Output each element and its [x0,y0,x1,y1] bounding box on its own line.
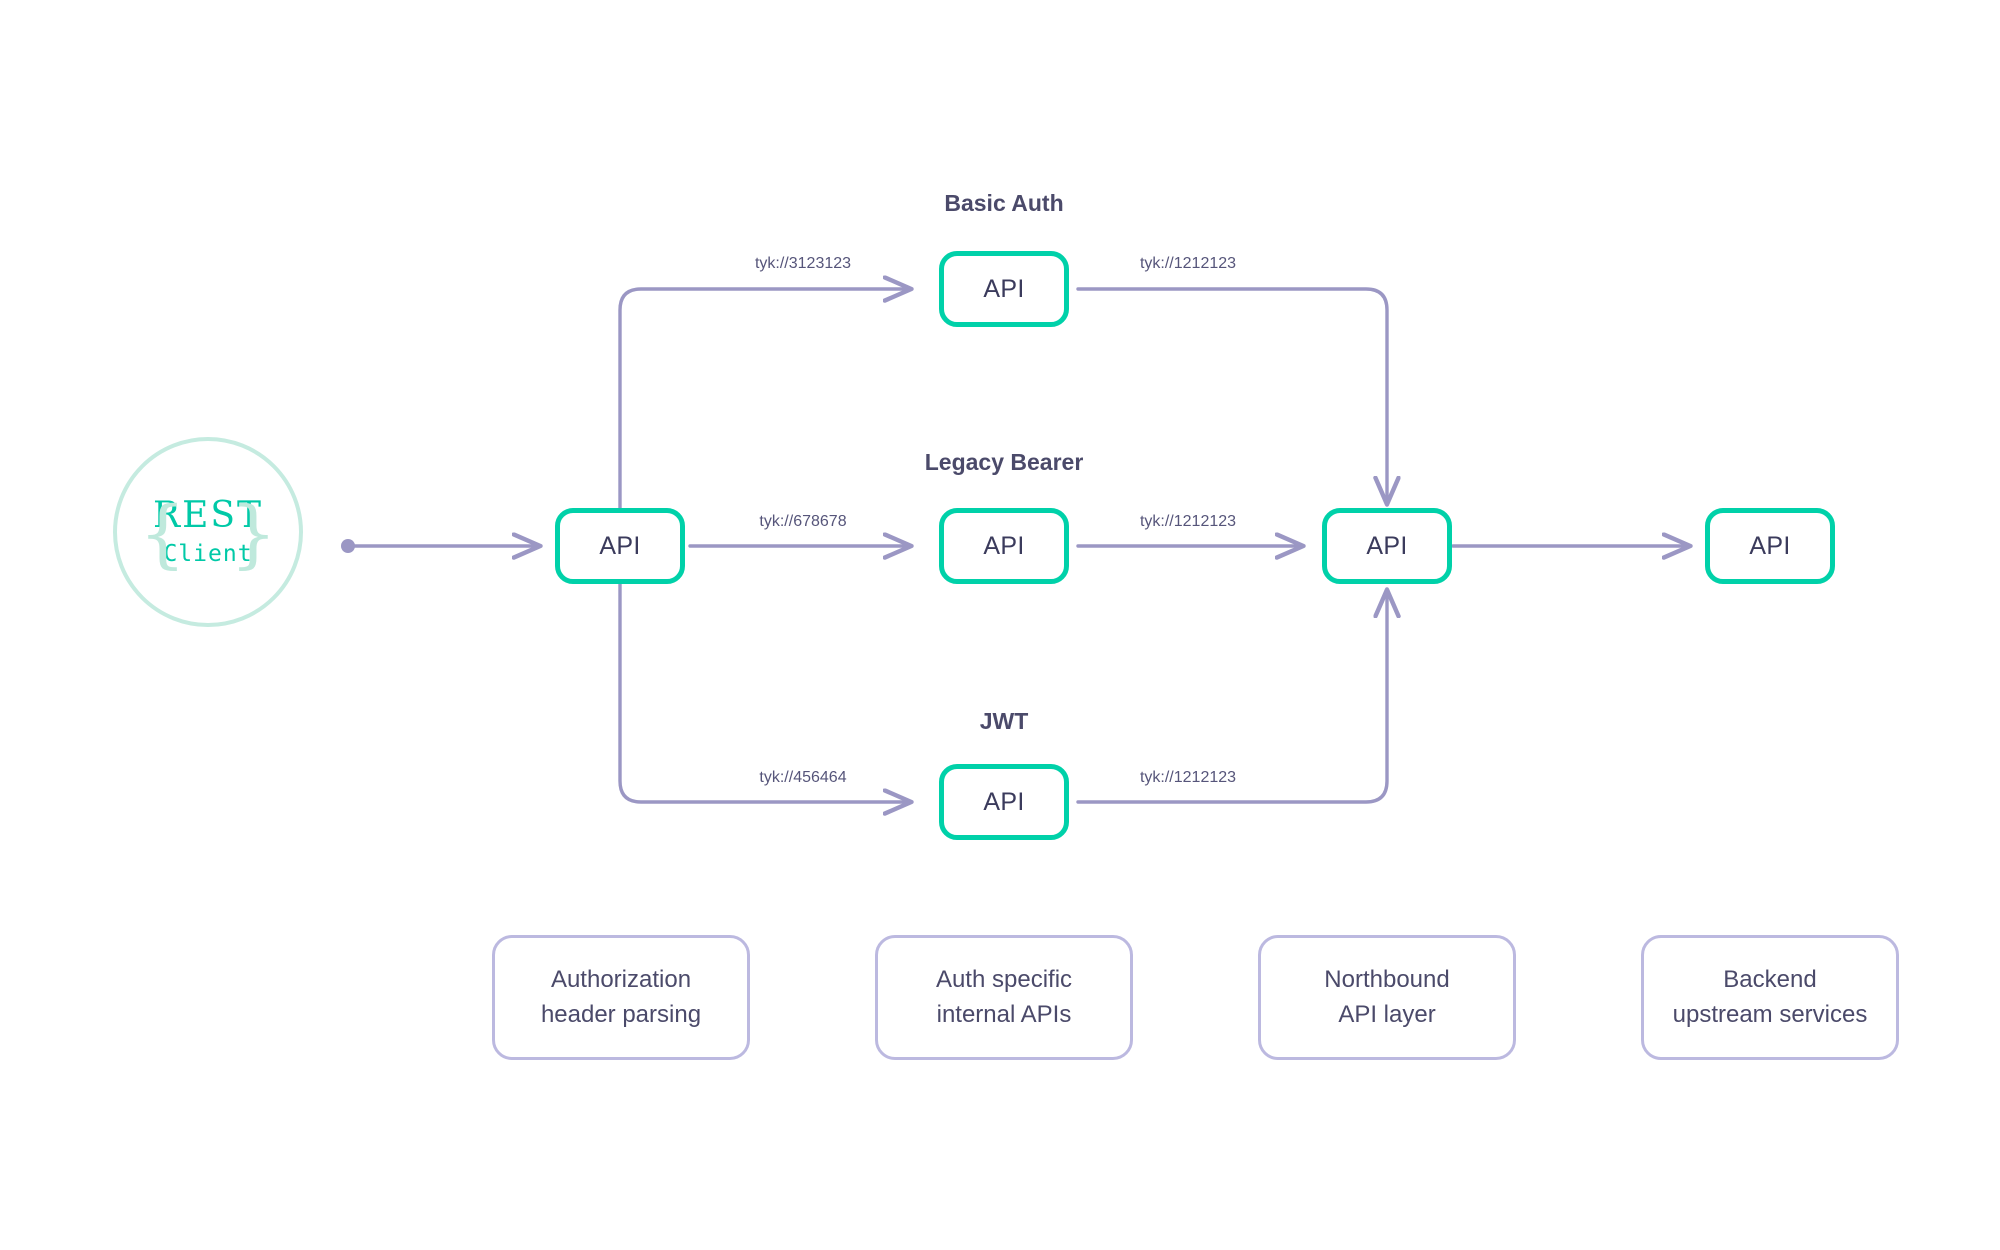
group-title-legacy-bearer: Legacy Bearer [924,449,1084,475]
api-node-northbound[interactable]: API [1322,508,1452,584]
caption-northbound-api-layer: Northbound API layer [1258,935,1516,1060]
edge-label-jwt-to-northbound: tyk://1212123 [1139,769,1237,786]
edge-label-legacy-to-northbound: tyk://1212123 [1139,513,1237,530]
rest-client-title: REST [152,495,264,536]
caption-auth-specific-internal-apis: Auth specific internal APIs [875,935,1133,1060]
edge-label-entry-to-jwt: tyk://456464 [759,769,847,786]
brace-right-icon: } [229,491,277,577]
group-title-basic-auth: Basic Auth [944,190,1064,216]
group-title-jwt: JWT [979,708,1029,734]
api-node-jwt[interactable]: API [939,764,1069,840]
edge-basic-to-northbound [1076,287,1387,507]
edge-label-entry-to-legacy: tyk://678678 [759,513,847,530]
edge-entry-to-basic [618,289,914,510]
caption-backend-upstream-services: Backend upstream services [1641,935,1899,1060]
api-node-basic-auth[interactable]: API [939,251,1069,327]
rest-client-subtitle: Client [163,541,253,567]
edge-label-entry-to-basic: tyk://3123123 [754,255,852,272]
brace-left-icon: { [139,491,187,577]
rest-client-badge: { } REST Client [113,437,303,627]
edge-label-basic-to-northbound: tyk://1212123 [1139,255,1237,272]
api-node-backend[interactable]: API [1705,508,1835,584]
caption-authorization-header-parsing: Authorization header parsing [492,935,750,1060]
edge-jwt-to-northbound [1076,587,1387,804]
api-node-entry[interactable]: API [555,508,685,584]
edge-entry-to-jwt [618,582,914,802]
api-node-legacy-bearer[interactable]: API [939,508,1069,584]
